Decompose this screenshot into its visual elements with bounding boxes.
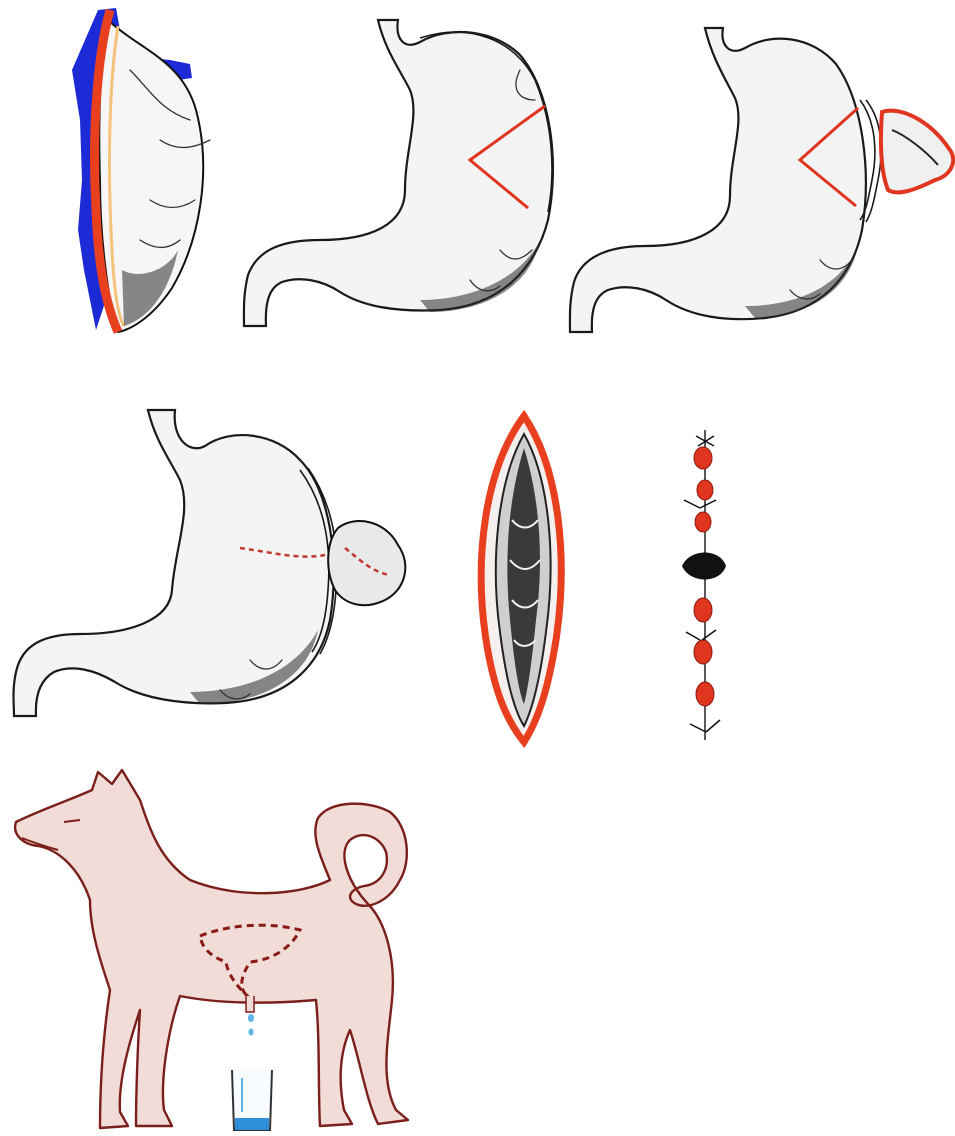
panel-mucosal-pouch-flap bbox=[72, 8, 210, 332]
suture-knot bbox=[695, 512, 711, 532]
suture-knot bbox=[694, 598, 712, 622]
secretion-drop bbox=[249, 1029, 254, 1036]
panel-pouch-wound-opened bbox=[481, 416, 561, 742]
omentum-strand bbox=[866, 100, 881, 222]
cannula bbox=[246, 996, 254, 1012]
suture-knot bbox=[694, 447, 712, 469]
panel-suture-line bbox=[682, 430, 726, 740]
beaker-liquid bbox=[235, 1118, 269, 1130]
suture-knot bbox=[696, 682, 714, 706]
panel-dog-with-fistula bbox=[15, 770, 408, 1130]
closed-pouch bbox=[328, 521, 405, 605]
panel-stomach-sutured-pouch bbox=[14, 410, 406, 716]
secretion-drop bbox=[248, 1014, 254, 1022]
collection-beaker bbox=[232, 1070, 272, 1130]
panel-stomach-triangle-reflected bbox=[570, 28, 953, 332]
suture-tie bbox=[684, 500, 716, 508]
suture-tie bbox=[686, 630, 716, 640]
suture-knot bbox=[697, 480, 713, 500]
secretion-drops bbox=[248, 1014, 254, 1036]
reflected-mucosa-flap bbox=[881, 111, 953, 193]
stomach-outline bbox=[570, 28, 866, 332]
panel-stomach-triangular-incision bbox=[244, 20, 553, 326]
suture-knot bbox=[694, 640, 712, 664]
suture-center-knot bbox=[682, 553, 726, 580]
dog-silhouette bbox=[15, 770, 408, 1128]
